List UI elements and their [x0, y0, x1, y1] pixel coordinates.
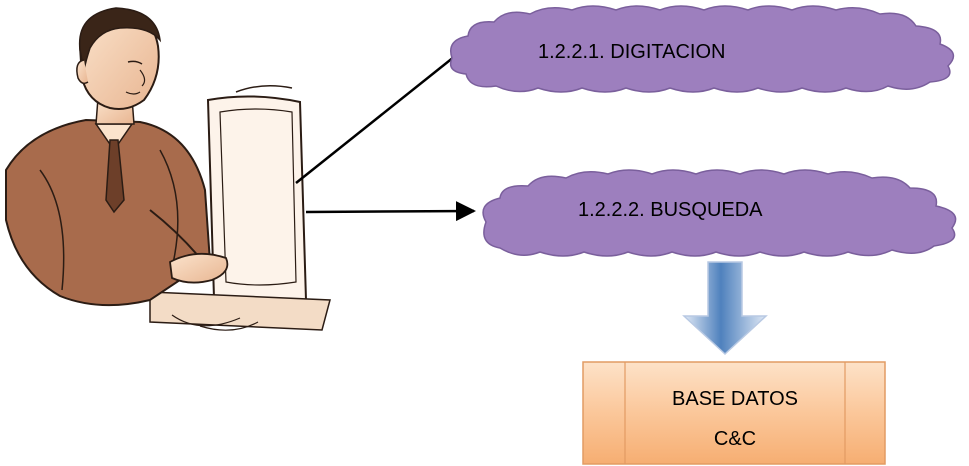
busqueda-label: 1.2.2.2. BUSQUEDA [578, 199, 763, 221]
arrow-to-busqueda [305, 201, 476, 222]
digitacion-cloud: 1.2.2.1. DIGITACION [449, 5, 955, 93]
base-datos-box: BASE DATOS C&C [582, 361, 886, 465]
down-arrow-icon [682, 261, 768, 356]
busqueda-cloud: 1.2.2.2. BUSQUEDA [482, 169, 957, 257]
base-datos-line2: C&C [714, 428, 756, 450]
digitacion-label: 1.2.2.1. DIGITACION [538, 41, 725, 63]
person-at-computer-icon [5, 7, 331, 331]
base-datos-line1: BASE DATOS [672, 388, 798, 410]
